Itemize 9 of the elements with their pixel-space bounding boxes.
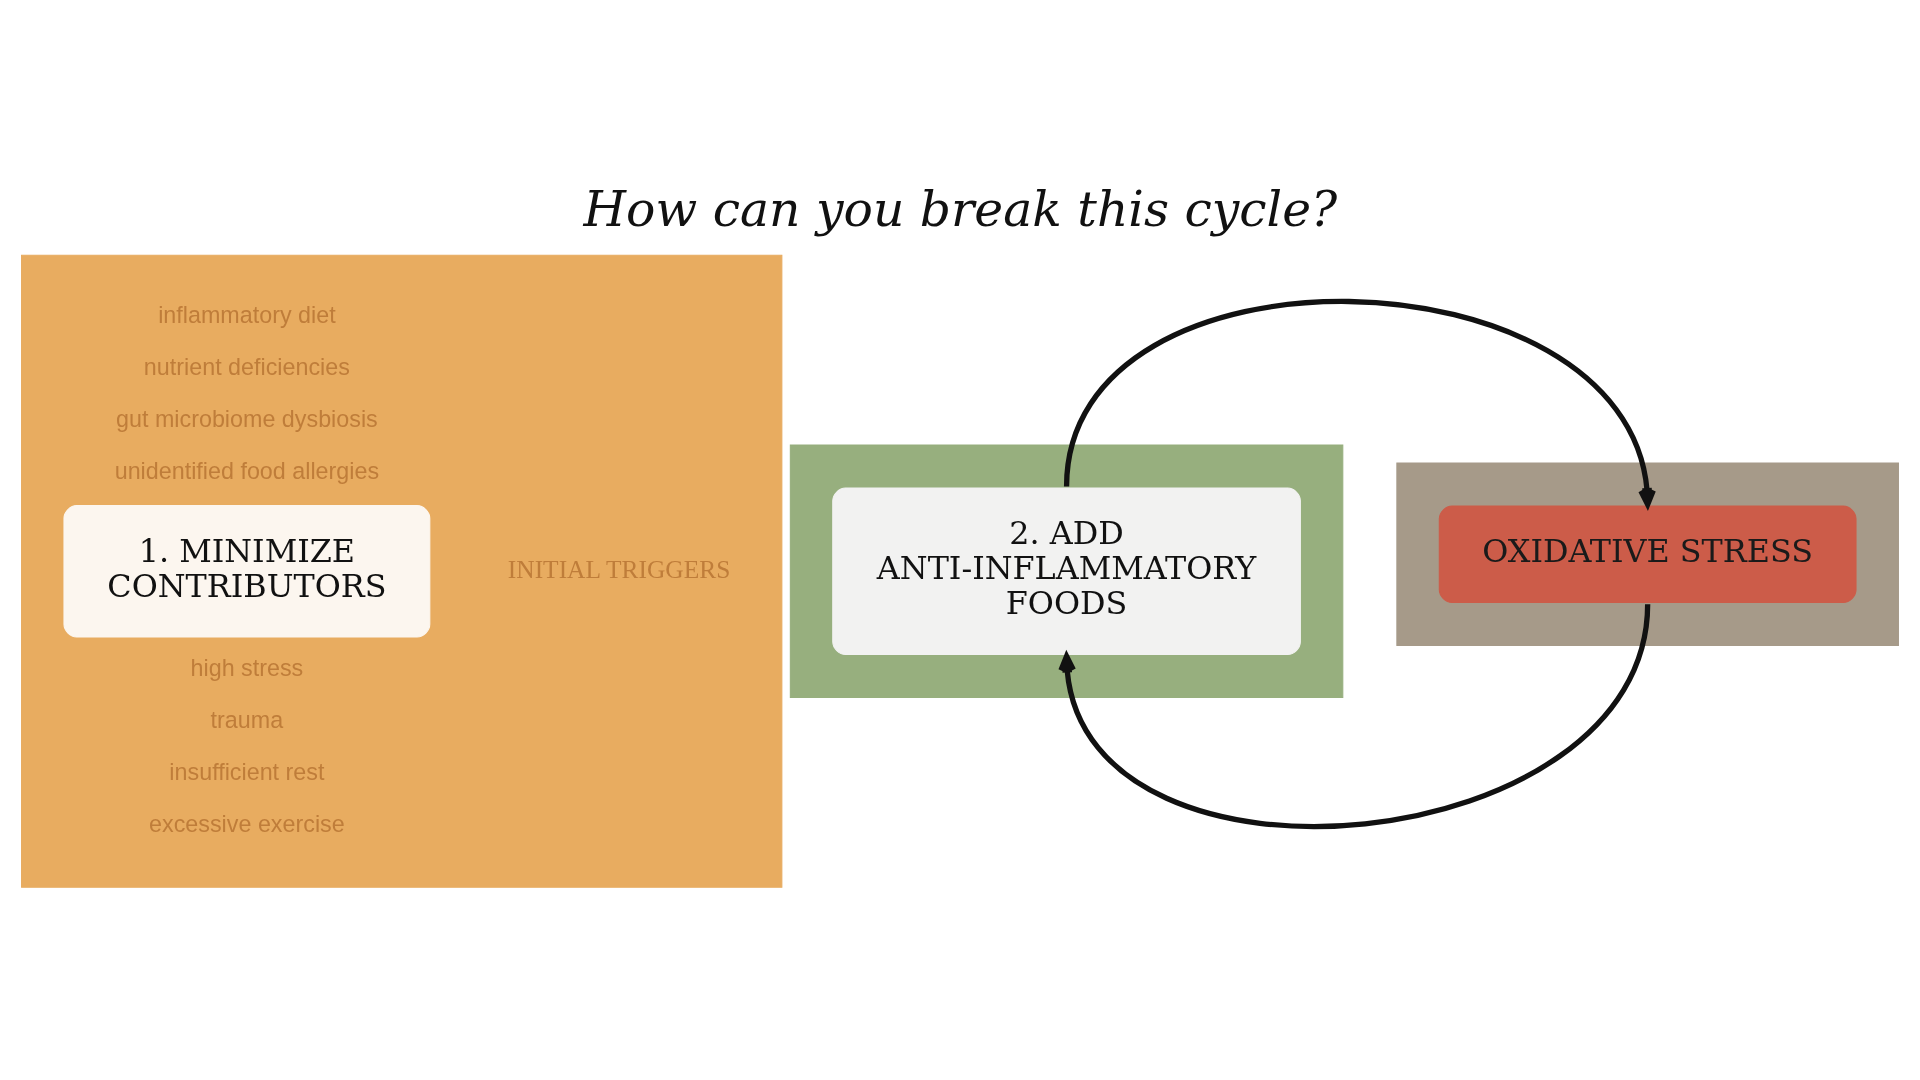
- node-box: 1. MINIMIZE CONTRIBUTORS: [63, 505, 431, 638]
- cluster: [1396, 462, 1899, 647]
- node-box: OXIDATIVE STRESS: [1438, 505, 1857, 604]
- arrow: [1058, 603, 1651, 829]
- node-box: 2. ADD ANTI-INFLAMMATORY FOODS: [832, 487, 1301, 656]
- diagram-title: How can you break this cycle?: [583, 181, 1338, 239]
- arrow: [1063, 298, 1656, 508]
- cluster: [789, 444, 1344, 698]
- cluster: [21, 254, 783, 888]
